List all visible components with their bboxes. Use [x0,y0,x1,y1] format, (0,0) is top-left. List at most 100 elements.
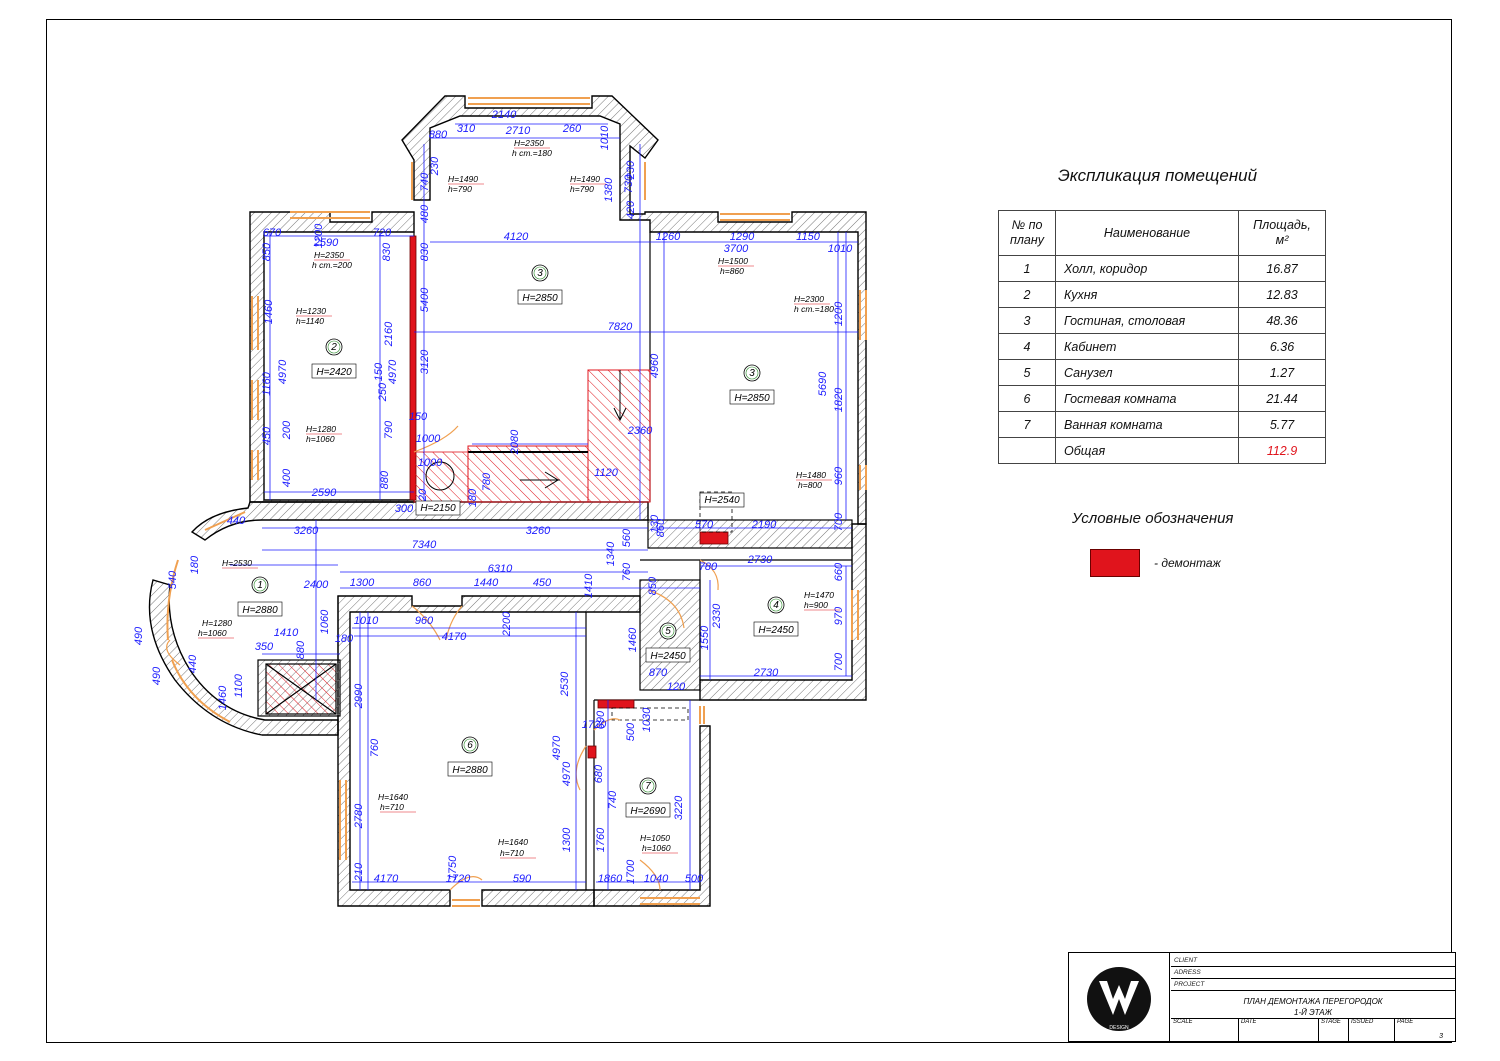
room-marker: 4H=2450 [753,596,799,637]
room-number-circle [325,338,343,356]
explication-cell-name: Гостиная, столовая [1055,307,1239,334]
room-height-box [753,621,799,637]
room-height: H=2850 [522,293,558,304]
height-note: h=1060 [198,628,227,638]
height-note: H=2350 [514,138,544,148]
dimension-value: 450 [261,426,273,445]
stamp-page: PAGE 3 [1395,1019,1455,1041]
dimension-value: 2360 [627,425,653,437]
dimension-value: 230 [625,160,637,180]
dimension-value: 830 [381,242,393,261]
height-note: h ст.=200 [312,260,352,270]
room-height-box [645,647,691,663]
dimension-value: 3120 [419,349,431,374]
dimension-value: 1030 [641,707,653,732]
dimension-value: 540 [167,570,179,589]
dimension-value: 310 [457,123,476,135]
dimension-value: 7820 [608,321,633,333]
stamp-cells: SCALE DATE STAGE ISSUED PAGE 3 [1171,1019,1455,1041]
explication-title: Экспликация помещений [1058,166,1258,185]
dimension-value: 1720 [582,719,607,731]
dimension-lines [230,123,858,890]
room-number-circle [639,777,657,795]
height-note: H=1050 [640,833,670,843]
room-height-box [729,389,775,405]
dimension-value: 1060 [319,609,331,634]
dimension-value: 4970 [387,359,399,384]
dimension-value: 2080 [509,429,521,455]
room-number: 3 [537,268,543,279]
dimension-value: 1000 [418,457,443,469]
stamp-project: PROJECT [1171,979,1455,991]
dimension-value: 690 [595,710,607,729]
dimension-value: 1820 [833,387,845,412]
dimension-value: 780 [699,561,718,573]
dimension-value: 4170 [374,873,399,885]
room-markers: 1H=28802H=24203H=28503H=28504H=24505H=24… [237,264,799,818]
room-marker: 6H=2880 [447,736,493,777]
dimension-value: 440 [227,515,246,527]
dimension-value: 2140 [491,109,517,121]
dimension-value: 1040 [644,873,669,885]
explication-cell-area: 1.27 [1238,359,1326,386]
explication-cell-name: Гостевая комната [1055,385,1239,412]
stamp-address: ADRESS [1171,967,1455,979]
dimension-value: 850 [647,576,659,595]
room-height-box [311,363,357,379]
room-height: H=2450 [650,651,686,662]
height-note: h=900 [804,600,828,610]
explication-cell-num: 1 [998,255,1056,282]
header-area: Площадь, м² [1238,210,1326,256]
room-number: 2 [330,342,337,353]
explication-cell-num: 3 [998,307,1056,334]
height-note: h=710 [500,848,524,858]
room-number-circle [743,364,761,382]
dimension-value: 4170 [442,631,467,643]
dimension-value: 7340 [412,539,437,551]
dimension-value: 2400 [303,579,329,591]
height-note: h=1060 [642,843,671,853]
dimension-value: 760 [369,738,381,757]
dimension-value: 1460 [217,685,229,710]
dimension-value: 1260 [656,231,681,243]
room-height: H=2450 [758,625,794,636]
dimension-value: 2590 [313,237,339,249]
dimension-value: 960 [833,466,845,485]
room-height-box [447,761,493,777]
room-number-ring [661,624,675,638]
dimension-value: 2990 [353,683,365,709]
dimension-value: 660 [833,562,845,581]
dimension-value: 850 [261,242,273,261]
dimension-value: 180 [335,633,354,645]
dimension-value: 180 [467,488,479,507]
dimension-value: 1460 [627,627,639,652]
dimension-value: 1700 [625,859,637,884]
dimension-value: 490 [133,626,145,645]
dimension-value: 700 [833,652,845,671]
dimension-value: 120 [667,681,686,693]
dimension-value: 2190 [751,519,777,531]
demolition-elements [409,235,729,759]
column-circle [425,461,455,491]
drawing-sheet-frame [46,19,1452,1043]
dimension-value: 790 [383,420,395,439]
height-note: h=1060 [306,434,335,444]
total-area: 112.9 [1238,437,1326,464]
height-note: H=1490 [448,174,478,184]
dimension-value: 960 [415,615,434,627]
dimension-value: 2590 [311,487,337,499]
stamp-title-line1: ПЛАН ДЕМОНТАЖА ПЕРЕГОРОДОК [1243,997,1383,1006]
height-note: H=1640 [378,792,408,802]
dimension-value: 700 [833,512,845,531]
dimension-value: 2200 [501,611,513,637]
header-num: № по плану [998,210,1056,256]
boxed-height: H=2540 [704,495,740,506]
room-number: 7 [645,781,651,792]
stamp-issued: ISSUED [1349,1019,1395,1041]
dimension-value: 480 [419,204,431,223]
